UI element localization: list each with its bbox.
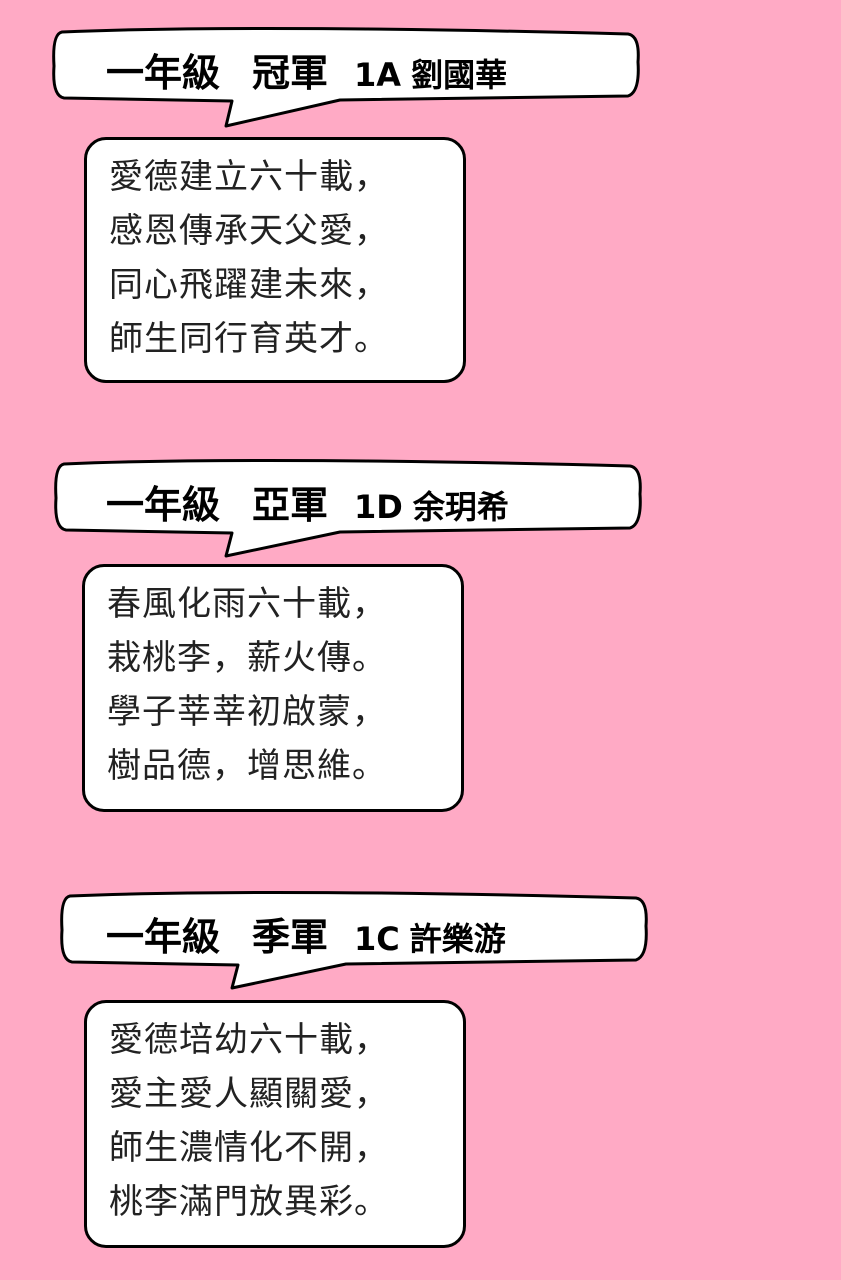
student-name: 許樂游 bbox=[409, 920, 506, 958]
poem-line: 師生濃情化不開， bbox=[109, 1128, 389, 1168]
poem-line: 愛德培幼六十載， bbox=[109, 1020, 389, 1060]
grade-label: 一年級 bbox=[106, 51, 221, 95]
poem-line: 春風化雨六十載， bbox=[107, 584, 387, 624]
poem-line: 感恩傳承天父愛， bbox=[109, 211, 389, 251]
poem-line: 學子莘莘初啟蒙， bbox=[107, 692, 387, 732]
poem-box: 愛德培幼六十載， 愛主愛人顯關愛， 師生濃情化不開， 桃李滿門放異彩。 bbox=[84, 1000, 466, 1248]
speech-bubble-shape bbox=[52, 26, 640, 128]
award-label: 冠軍 bbox=[252, 51, 329, 95]
poem-line: 同心飛躍建未來， bbox=[109, 265, 389, 305]
award-label: 季軍 bbox=[252, 915, 329, 959]
poem-line: 樹品德，增思維。 bbox=[107, 746, 387, 786]
student-name: 劉國華 bbox=[411, 56, 508, 94]
class-label: 1C bbox=[354, 920, 400, 958]
poem-box: 春風化雨六十載， 栽桃李，薪火傳。 學子莘莘初啟蒙， 樹品德，增思維。 bbox=[82, 564, 464, 812]
poem-line: 桃李滿門放異彩。 bbox=[109, 1182, 389, 1222]
poem-line: 師生同行育英才。 bbox=[109, 319, 389, 359]
award-label: 亞軍 bbox=[252, 483, 329, 527]
speech-bubble-shape bbox=[60, 890, 648, 990]
speech-bubble-shape bbox=[54, 458, 642, 558]
class-label: 1D bbox=[354, 488, 403, 526]
poem-line: 愛德建立六十載， bbox=[109, 157, 389, 197]
class-label: 1A bbox=[354, 56, 402, 94]
poem-box: 愛德建立六十載， 感恩傳承天父愛， 同心飛躍建未來， 師生同行育英才。 bbox=[84, 137, 466, 383]
poem-line: 愛主愛人顯關愛， bbox=[109, 1074, 389, 1114]
grade-label: 一年級 bbox=[106, 483, 221, 527]
student-name: 余玥希 bbox=[412, 488, 509, 526]
grade-label: 一年級 bbox=[106, 915, 221, 959]
poem-line: 栽桃李，薪火傳。 bbox=[107, 638, 387, 678]
